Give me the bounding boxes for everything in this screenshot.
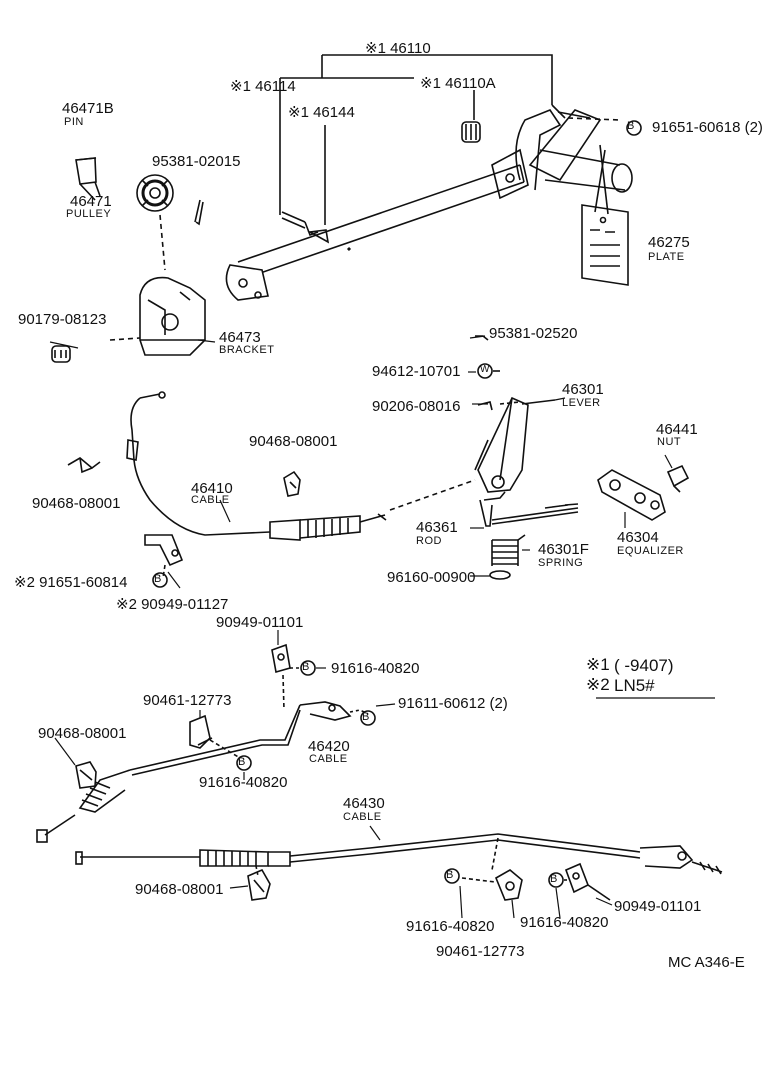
rod-46361 <box>479 491 579 527</box>
clip-90468-08001-a <box>67 457 101 474</box>
label-90179-08123: 90179-08123 <box>18 311 107 328</box>
note-2-text: LN5# <box>614 676 655 695</box>
name-pulley: PULLEY <box>66 208 112 220</box>
label-90461-12773-b: 90461-12773 <box>436 943 525 960</box>
label-91616-40820-a: 91616-40820 <box>331 660 420 677</box>
pin-46114 <box>281 211 330 244</box>
plate-46275 <box>581 144 629 286</box>
washer-94612-10701 <box>477 363 500 379</box>
label-90206-08016: 90206-08016 <box>372 398 461 415</box>
washer-w: W <box>480 364 490 375</box>
group-bracket <box>279 54 553 225</box>
label-90468-08001-d: 90468-08001 <box>135 881 224 898</box>
bolt-b-2: B <box>154 573 162 585</box>
bolt-b-5: B <box>238 756 246 768</box>
name-spring: SPRING <box>538 557 584 569</box>
bracket-90949-01127 <box>144 534 184 579</box>
name-cable-46410: CABLE <box>191 494 230 506</box>
label-46471B: 46471B <box>62 100 114 117</box>
label-94612-10701: 94612-10701 <box>372 363 461 380</box>
label-46301F: 46301F <box>538 541 589 558</box>
label-96160-00900: 96160-00900 <box>387 569 476 586</box>
label-46144: ※1 46144 <box>288 104 355 121</box>
bolt-b-3: B <box>302 661 310 673</box>
label-46473: 46473 <box>219 329 261 346</box>
label-91616-40820-d: 91616-40820 <box>520 914 609 931</box>
bushing-46110A <box>461 121 481 143</box>
label-91611-60612: 91611-60612 (2) <box>398 695 508 712</box>
spring-46301F <box>491 534 526 566</box>
bolt-b-6: B <box>446 869 454 881</box>
bolt-b-1: B <box>627 120 635 132</box>
clip-90468-08001-b <box>283 470 301 497</box>
note-1-text: ( -9407) <box>614 656 674 675</box>
name-lever: LEVER <box>562 397 601 409</box>
label-91616-40820-c: 91616-40820 <box>406 918 495 935</box>
label-46441: 46441 <box>656 421 698 438</box>
nut-46441 <box>666 464 690 493</box>
bolt-b-4: B <box>362 711 370 723</box>
leader-pulley-bracket <box>159 214 166 271</box>
name-nut: NUT <box>657 436 682 448</box>
label-46420: 46420 <box>308 738 350 755</box>
clamp-90949-01101-a <box>271 643 300 711</box>
lever-46301 <box>474 396 556 493</box>
label-46410: 46410 <box>191 480 233 497</box>
label-91651-60814: ※2 91651-60814 <box>14 574 128 591</box>
label-90468-08001-a: 90468-08001 <box>32 495 121 512</box>
lever-shaft <box>225 104 633 301</box>
label-91651-60618: 91651-60618 (2) <box>652 119 763 136</box>
label-46110: ※1 46110 <box>365 40 431 57</box>
bracket-46473 <box>109 276 206 356</box>
note-1-mark: ※1 <box>586 655 610 674</box>
cable-46420 <box>36 701 369 843</box>
pin-46471B <box>75 157 101 201</box>
note-2-mark: ※2 <box>586 675 610 694</box>
name-rod: ROD <box>416 535 442 547</box>
footer-code: MC A346-E <box>668 954 745 971</box>
label-46304: 46304 <box>617 529 659 546</box>
label-46110A: ※1 46110A <box>420 75 496 92</box>
name-cable-46420: CABLE <box>309 753 348 765</box>
washer-96160-00900 <box>489 570 511 580</box>
label-46275: 46275 <box>648 234 690 251</box>
cable-46410 <box>126 391 476 541</box>
name-cable-46430: CABLE <box>343 811 382 823</box>
bolt-symbols <box>152 120 642 888</box>
clip-90468-08001-c <box>75 761 97 789</box>
label-46301: 46301 <box>562 381 604 398</box>
label-46114: ※1 46114 <box>230 78 296 95</box>
label-90949-01127: ※2 90949-01127 <box>116 596 229 613</box>
cotter-pin-95381-02015 <box>194 199 204 226</box>
label-95381-02015: 95381-02015 <box>152 153 241 170</box>
name-pin: PIN <box>64 116 84 128</box>
clamp-90949-01101-b <box>564 862 611 901</box>
label-90468-08001-c: 90468-08001 <box>38 725 127 742</box>
cable-46430 <box>75 833 723 875</box>
label-90461-12773-a: 90461-12773 <box>143 692 232 709</box>
clip-90461-12773-a <box>189 714 241 759</box>
name-plate: PLATE <box>648 251 685 263</box>
equalizer-46304 <box>597 469 666 521</box>
bolt-b-7: B <box>550 873 558 885</box>
label-90468-08001-b: 90468-08001 <box>249 433 338 450</box>
label-46430: 46430 <box>343 795 385 812</box>
leader-lines <box>49 335 715 919</box>
label-46471: 46471 <box>70 193 112 210</box>
label-90949-01101-b: 90949-01101 <box>614 898 702 915</box>
label-90949-01101-a: 90949-01101 <box>216 614 304 631</box>
clip-90461-12773-b <box>461 869 523 901</box>
label-95381-02520: 95381-02520 <box>489 325 578 342</box>
label-46361: 46361 <box>416 519 458 536</box>
name-equalizer: EQUALIZER <box>617 545 684 557</box>
pulley-46471 <box>136 174 174 212</box>
nut-90179-08123 <box>51 345 71 363</box>
clip-90468-08001-d <box>247 865 271 901</box>
name-bracket: BRACKET <box>219 344 275 356</box>
label-91616-40820-b: 91616-40820 <box>199 774 288 791</box>
